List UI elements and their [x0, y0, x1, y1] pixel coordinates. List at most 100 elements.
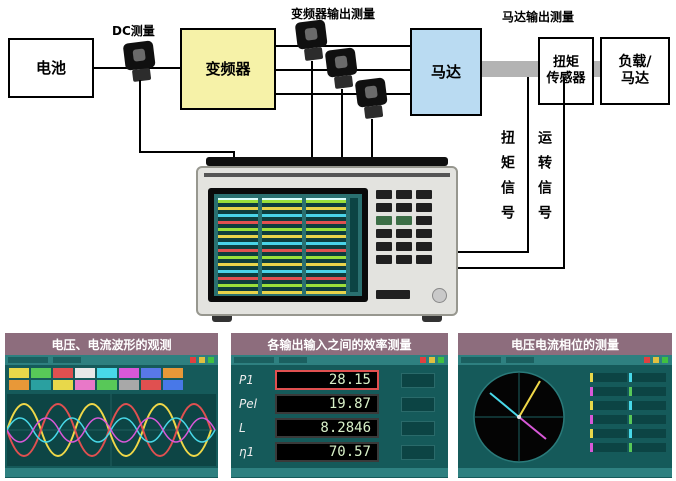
- wire-phase-1: [276, 45, 410, 47]
- analyzer-knob: [432, 288, 447, 303]
- phase-value-box: [629, 443, 666, 452]
- analyzer-foot-left: [212, 316, 232, 322]
- battery-label: 电池: [35, 58, 66, 77]
- clamp-hole: [304, 27, 318, 41]
- analyzer-button: [396, 203, 412, 212]
- phase-value-grid: [590, 373, 666, 452]
- dc-measure-label: DC测量: [112, 24, 155, 38]
- status-dot-green: [438, 357, 444, 363]
- phase-value-box: [629, 387, 666, 396]
- waveform-panel: 电压、电流波形的观测: [5, 333, 218, 478]
- reading-value: 70.57: [275, 442, 379, 462]
- efficiency-panel: 各输出输入之间的效率测量 P1 28.15 Pel 19.87 L: [231, 333, 448, 478]
- inverter-label: 变频器: [205, 59, 251, 78]
- wire-clamp3-down: [371, 119, 373, 161]
- reading-label: P1: [239, 373, 254, 387]
- analyzer-button: [376, 229, 392, 238]
- waveform-screenshot: [5, 355, 218, 478]
- menubar-segment: [461, 357, 501, 363]
- motor-label: 马达: [430, 62, 461, 81]
- status-dot-red: [644, 357, 650, 363]
- waveform-panel-title: 电压、电流波形的观测: [5, 333, 218, 355]
- screen-statusbar: [5, 468, 218, 477]
- waveform-traces: [6, 394, 216, 466]
- clamp-base: [363, 104, 384, 119]
- menubar-segment: [53, 357, 81, 363]
- analyzer-button: [396, 216, 412, 225]
- phase-panel: 电压电流相位的测量: [458, 333, 672, 478]
- phase-value-box: [590, 387, 627, 396]
- phase-current-clamp-icon-3: [354, 77, 390, 120]
- clamp-base: [303, 46, 324, 61]
- inverter-output-label: 变频器输出测量: [291, 7, 376, 21]
- analyzer-button-grid: [376, 190, 432, 264]
- screen-channel-column-2: [262, 198, 302, 294]
- torque-signal-label: 扭矩信号: [499, 130, 515, 230]
- analyzer-button: [376, 190, 392, 199]
- wire-phase-3: [276, 93, 410, 95]
- phase-value-box: [629, 429, 666, 438]
- menubar-segment: [8, 357, 48, 363]
- efficiency-panel-title: 各输出输入之间的效率测量: [231, 333, 448, 355]
- analyzer-screen: [214, 194, 362, 296]
- status-dot-red: [190, 357, 196, 363]
- channel-chip: [119, 380, 139, 390]
- analyzer-button: [416, 203, 432, 212]
- torque-signal-wire-horizontal: [458, 251, 529, 253]
- status-dot-yellow: [653, 357, 659, 363]
- analyzer-button: [376, 216, 392, 225]
- reading-value: 28.15: [275, 370, 379, 390]
- motor-output-label: 马达输出测量: [502, 10, 575, 24]
- rotation-signal-wire-vertical: [563, 77, 565, 269]
- analyzer-button: [416, 255, 432, 264]
- reading-value: 8.2846: [275, 418, 379, 438]
- channel-chip: [141, 368, 161, 378]
- channel-chip: [75, 380, 95, 390]
- screen-menubar: [231, 355, 448, 365]
- phase-value-box: [629, 373, 666, 382]
- analyzer-button: [396, 190, 412, 199]
- phase-value-box: [590, 373, 627, 382]
- channel-chip: [31, 380, 51, 390]
- torque-sensor-label-line2: 传感器: [546, 71, 586, 86]
- screen-channel-column-1: [218, 198, 258, 294]
- phase-value-box: [590, 401, 627, 410]
- channel-chip: [9, 368, 29, 378]
- channel-chip: [53, 380, 73, 390]
- status-dot-yellow: [429, 357, 435, 363]
- rotation-signal-label: 运转信号: [536, 130, 552, 230]
- wire-clamp1-down: [311, 61, 313, 161]
- reading-indicator: [401, 421, 435, 436]
- analyzer-button: [396, 242, 412, 251]
- channel-chip: [141, 380, 161, 390]
- motor-box: 马达: [410, 28, 482, 116]
- torque-sensor-label-line1: 扭矩: [552, 54, 579, 70]
- channel-chip: [31, 368, 51, 378]
- rotation-signal-wire-horizontal: [458, 267, 565, 269]
- phase-value-box: [590, 415, 627, 424]
- screen-statusbar: [231, 468, 448, 477]
- waveform-display: [6, 394, 216, 466]
- analyzer-button: [416, 216, 432, 225]
- phase-panel-title: 电压电流相位的测量: [458, 333, 672, 355]
- wire-dc-vertical: [139, 80, 141, 153]
- reading-label: Pel: [239, 397, 257, 411]
- load-label-line1: 负载/: [618, 53, 652, 70]
- reading-label: η1: [239, 445, 255, 459]
- phase-value-box: [629, 415, 666, 424]
- screen-channel-column-3: [306, 198, 346, 294]
- reading-label: L: [239, 421, 246, 435]
- reading-indicator: [401, 445, 435, 460]
- analyzer-button: [416, 190, 432, 199]
- torque-sensor-box: 扭矩 传感器: [538, 37, 594, 105]
- analyzer-top-trim: [204, 173, 450, 177]
- menubar-segment: [234, 357, 274, 363]
- channel-chip-row-1: [9, 368, 183, 378]
- status-dot-red: [420, 357, 426, 363]
- wire-dc-horizontal: [139, 151, 235, 153]
- analyzer-button: [376, 203, 392, 212]
- analyzer-handle: [206, 157, 448, 166]
- reading-indicator: [401, 397, 435, 412]
- analyzer-button: [396, 229, 412, 238]
